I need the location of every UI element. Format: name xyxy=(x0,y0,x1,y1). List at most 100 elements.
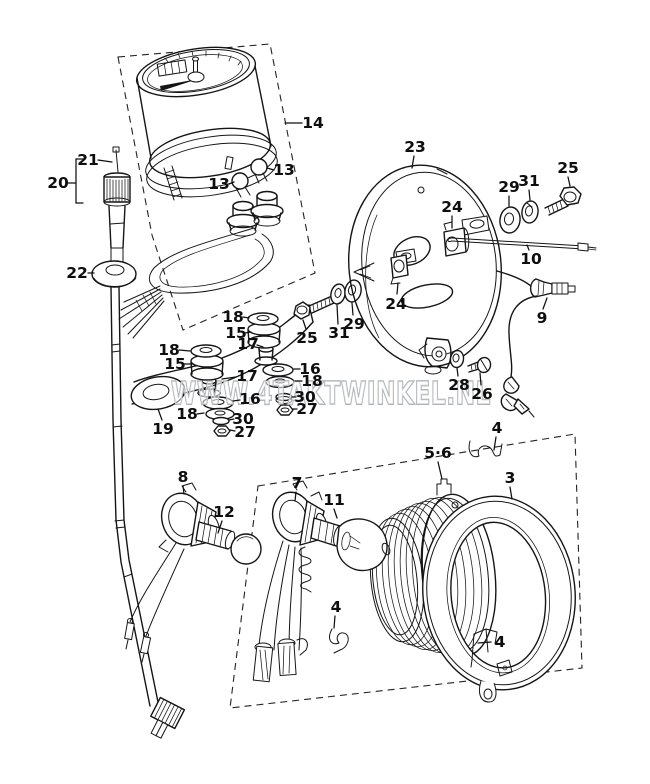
left-tab xyxy=(353,262,375,282)
callout-16-left: 16 xyxy=(232,390,261,408)
callout-label: 27 xyxy=(296,400,318,418)
callout-label: 25 xyxy=(296,329,318,347)
callout-13-right: 13 xyxy=(266,161,295,179)
bulb-socket-right xyxy=(250,190,284,227)
callout-4-left: 4 xyxy=(331,598,342,629)
callout-17-lower: 17 xyxy=(221,367,258,385)
callout-22: 22 xyxy=(66,264,95,282)
callout-label: 7 xyxy=(292,474,303,492)
wire-terminals xyxy=(252,638,308,683)
callout-4-inner: 4 xyxy=(477,633,506,651)
lower-vent-hole xyxy=(400,283,454,309)
bulb-13-left xyxy=(231,172,251,198)
socket-7 xyxy=(252,480,329,683)
rim-inner-bracket xyxy=(496,659,513,677)
bracket-24-upper xyxy=(443,215,490,257)
callout-label: 21 xyxy=(77,151,99,169)
callout-29-left: 29 xyxy=(343,302,365,333)
rubber-mount-left xyxy=(190,344,224,398)
bolt-25-right xyxy=(544,186,582,216)
headlight-case-23 xyxy=(347,164,503,375)
watermark-text: WWW.4TAKTWINKEL.NL xyxy=(171,376,491,412)
callout-label: 25 xyxy=(557,159,579,177)
callout-label: 24 xyxy=(441,198,463,216)
callout-19: 19 xyxy=(152,408,174,438)
callout-5-6: 5·6 xyxy=(424,444,452,480)
bracket-24-lower xyxy=(390,248,417,285)
callout-label: 22 xyxy=(66,264,88,282)
callout-10: 10 xyxy=(520,244,542,268)
callout-14: 14 xyxy=(284,114,324,132)
knurled-nut-20 xyxy=(103,172,131,207)
callout-24-upper: 24 xyxy=(441,198,463,229)
socket-8-wire xyxy=(145,548,185,637)
callout-3: 3 xyxy=(505,469,515,500)
callout-21: 21 xyxy=(77,151,113,169)
callout-label: 15 xyxy=(164,355,186,373)
callout-17-mount-right: 17 xyxy=(237,335,264,353)
socket-7-wire xyxy=(288,546,296,653)
callout-label: 17 xyxy=(236,367,258,385)
callout-31-left: 31 xyxy=(328,304,350,342)
needle xyxy=(160,79,198,91)
callout-18-mount-left: 18 xyxy=(158,341,191,359)
callout-18-left: 18 xyxy=(176,405,205,423)
callout-label: 31 xyxy=(328,324,350,342)
callout-label: 8 xyxy=(178,468,189,486)
callout-8: 8 xyxy=(178,468,189,495)
callout-4-top: 4 xyxy=(492,419,503,451)
callout-18-mount-right: 18 xyxy=(222,308,250,326)
screw-26 xyxy=(467,356,492,374)
inner-cable-21 xyxy=(115,149,119,173)
callout-label: 19 xyxy=(152,420,174,438)
dashed-box-speedometer xyxy=(117,43,316,331)
socket-7-wire xyxy=(258,540,284,646)
retaining-clip-4-left xyxy=(329,628,349,654)
mounting-stud xyxy=(163,165,183,201)
adjusting-rod-10 xyxy=(447,237,597,252)
spring-washer-31-right xyxy=(521,200,539,224)
callout-12: 12 xyxy=(213,503,235,534)
socket-8-wire xyxy=(129,542,177,623)
callout-18-right: 18 xyxy=(294,372,323,390)
callout-label: 24 xyxy=(385,295,407,313)
callout-label: 18 xyxy=(222,308,244,326)
butterfly-terminal xyxy=(500,376,535,418)
socket-7-wire xyxy=(273,544,290,651)
callout-label: 27 xyxy=(234,423,256,441)
headlight-rim-3 xyxy=(422,495,576,691)
washer-stack-left xyxy=(202,396,235,437)
callout-label: 29 xyxy=(343,315,365,333)
spring xyxy=(298,546,312,593)
washer-29-right xyxy=(499,206,521,234)
callout-27-right: 27 xyxy=(292,400,318,418)
bulb-13-right xyxy=(250,158,268,184)
cable-lower-end xyxy=(150,696,186,739)
reset-pin xyxy=(193,59,198,73)
rim-bottom-tab xyxy=(478,680,497,703)
dial-ticks xyxy=(164,50,242,66)
callout-label: 15 xyxy=(225,324,247,342)
bulb-12 xyxy=(195,521,262,565)
needle-hub xyxy=(187,71,205,83)
callout-label: 31 xyxy=(518,172,540,190)
retaining-clip-4-top xyxy=(468,440,503,458)
callout-29-right: 29 xyxy=(498,178,520,207)
callout-label: 11 xyxy=(323,491,345,509)
wire-bundle xyxy=(118,285,165,339)
callout-13-left: 13 xyxy=(208,175,235,193)
callout-label: 13 xyxy=(208,175,230,193)
callout-27-left: 27 xyxy=(229,423,256,441)
callout-31-right: 31 xyxy=(518,172,540,201)
callout-20: 20 xyxy=(47,158,84,204)
callout-label: 4 xyxy=(495,633,506,651)
callout-label: 23 xyxy=(404,138,426,156)
callout-label: 17 xyxy=(237,335,259,353)
callout-label: 20 xyxy=(47,174,69,192)
callout-15-mount-left: 15 xyxy=(164,355,194,373)
spring-washer-31-left xyxy=(330,283,346,305)
harness-loop xyxy=(118,227,274,339)
callout-26: 26 xyxy=(471,372,493,403)
locating-peg xyxy=(224,156,234,170)
